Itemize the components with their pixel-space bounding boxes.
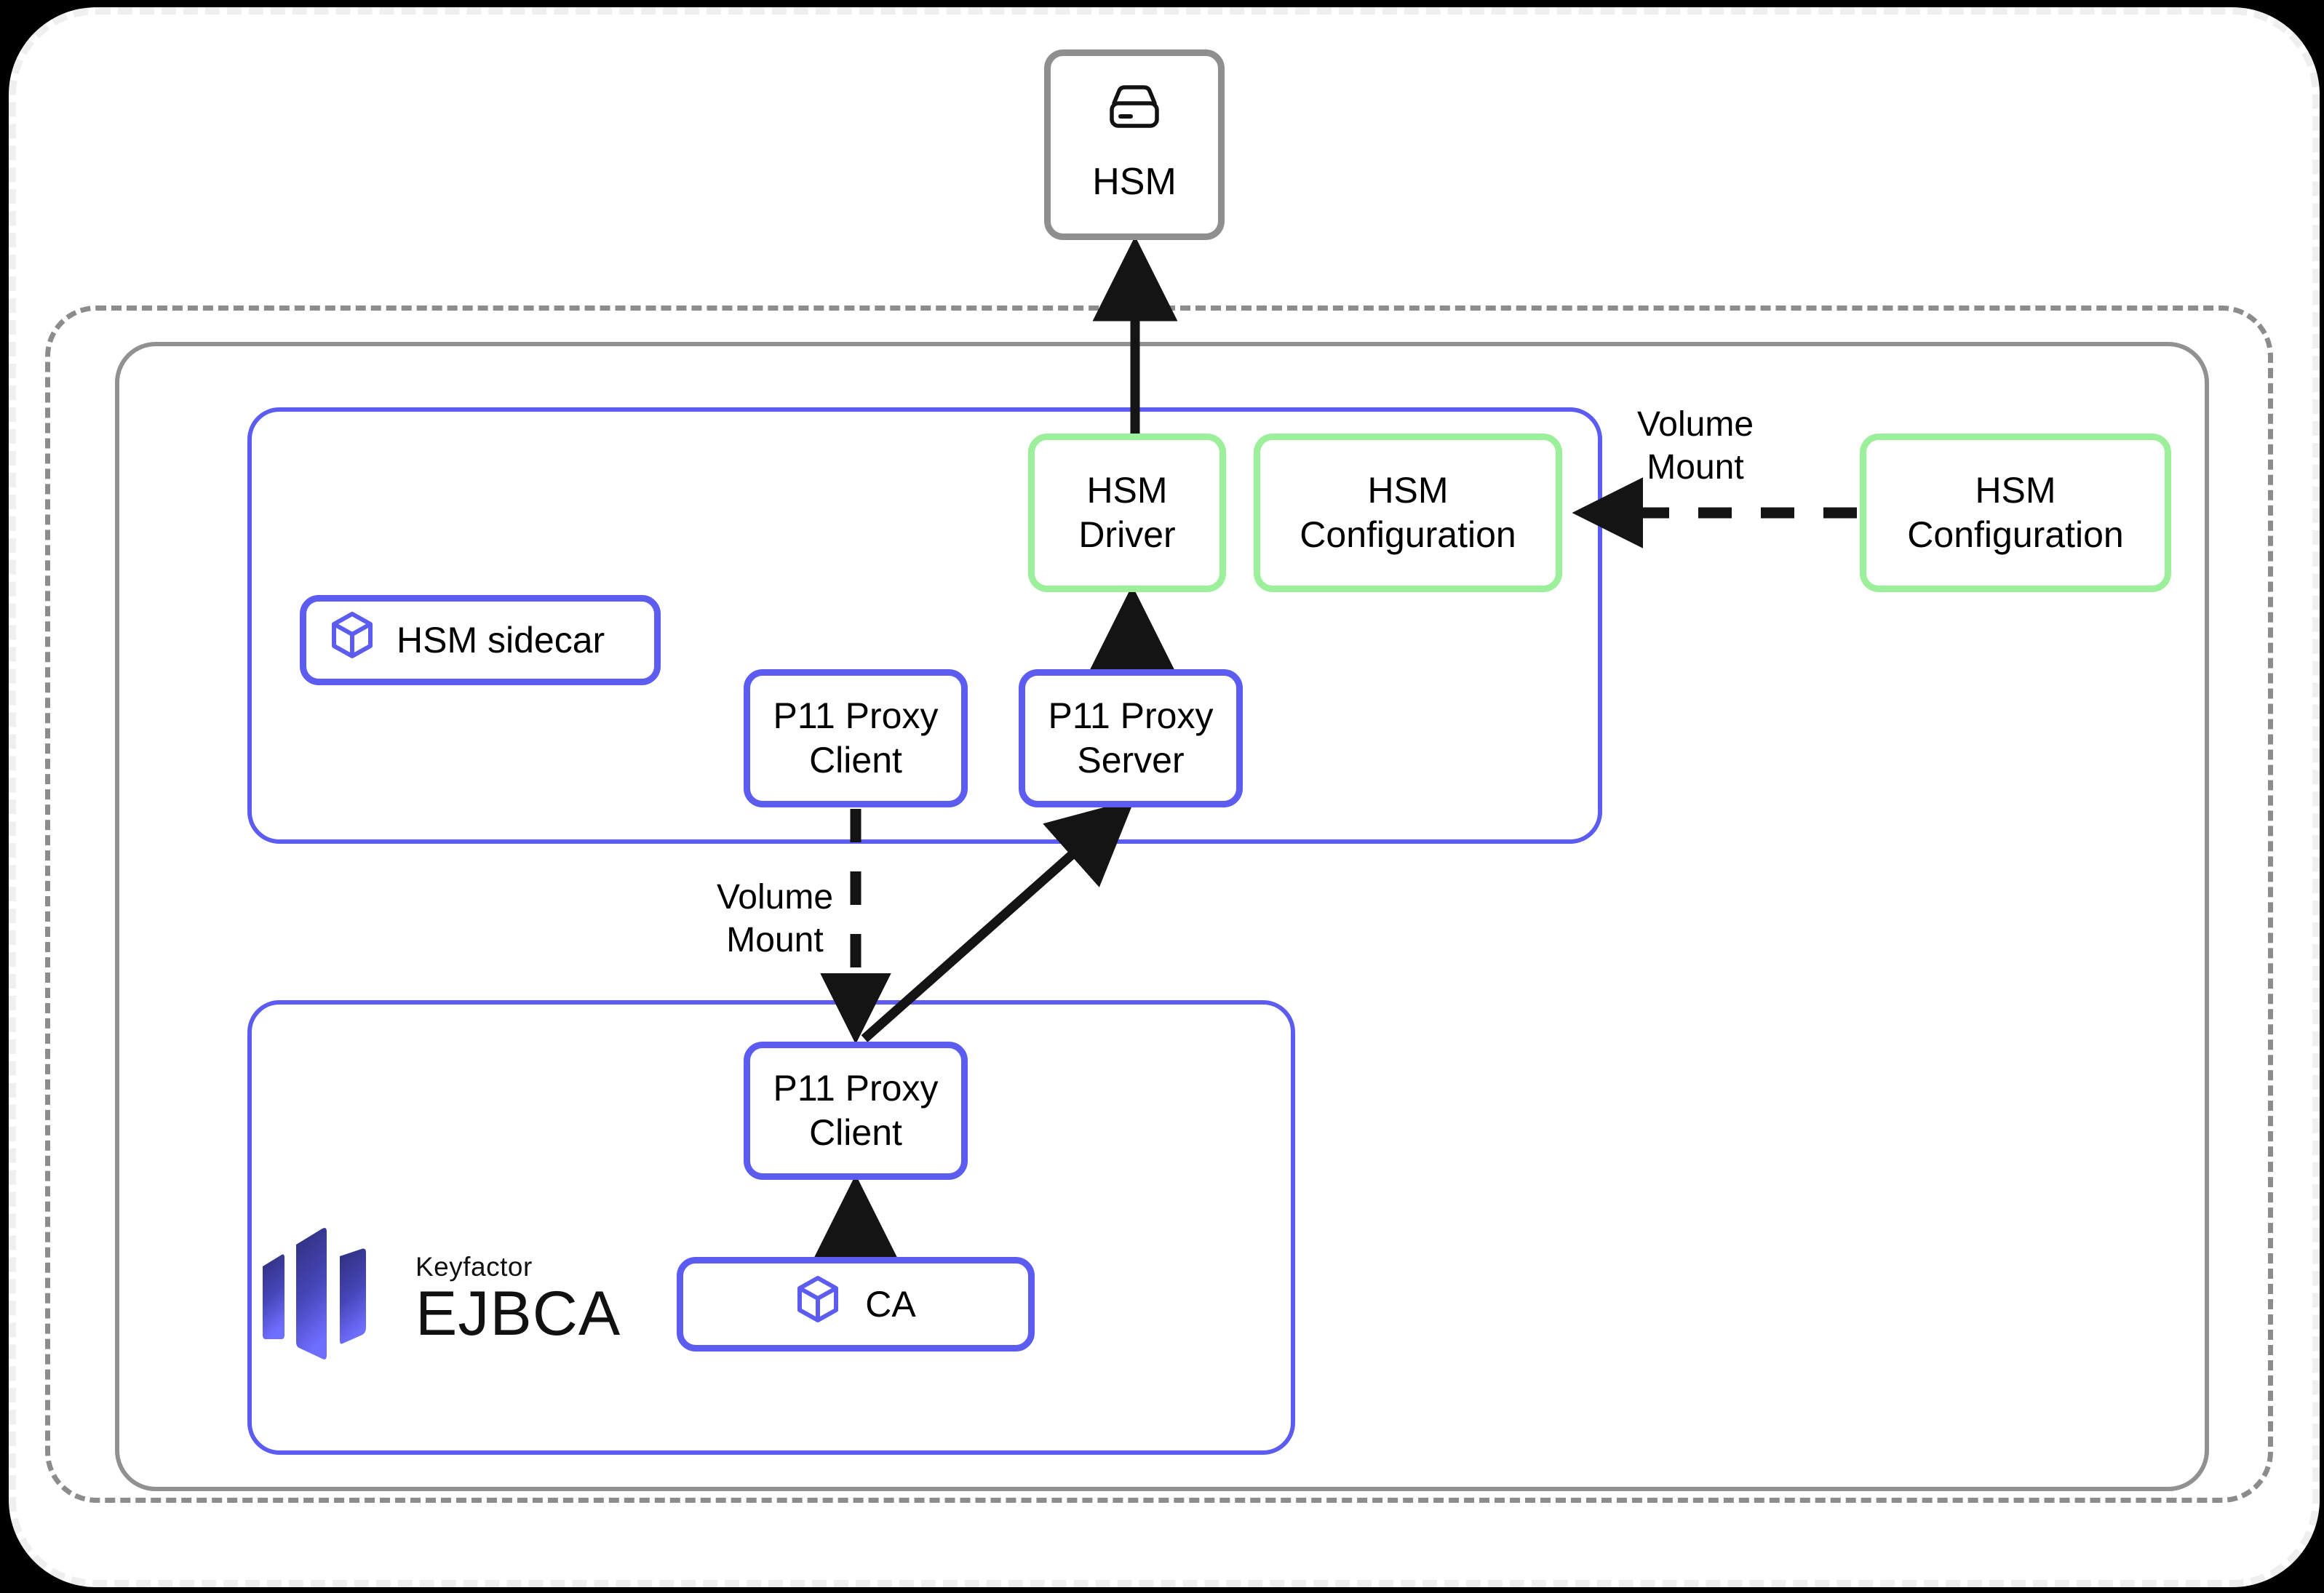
edge-label-volume-mount-left-line1: Volume (716, 878, 834, 917)
ejbca-product-text: EJBCA (415, 1279, 621, 1349)
node-p11-proxy-server-line1: P11 Proxy (1048, 695, 1214, 736)
node-hsm-sidecar[interactable]: HSM sidecar (300, 595, 661, 685)
node-hsm-label: HSM (1092, 161, 1177, 203)
node-hsm-configuration-outer[interactable]: HSM Configuration (1860, 434, 2171, 592)
node-p11-proxy-client-sidecar-line1: P11 Proxy (773, 695, 939, 736)
node-p11-proxy-server[interactable]: P11 Proxy Server (1019, 669, 1243, 807)
node-p11-proxy-client-ejbca-line1: P11 Proxy (773, 1068, 939, 1109)
node-ca-label: CA (865, 1283, 916, 1325)
node-p11-proxy-client-sidecar-line2: Client (809, 740, 902, 780)
edge-label-volume-mount-right-line1: Volume (1636, 405, 1754, 444)
ejbca-wordmark: Keyfactor EJBCA (415, 1252, 621, 1345)
ejbca-group-container (247, 1000, 1295, 1455)
edge-label-volume-mount-left: Volume Mount (691, 877, 859, 962)
node-p11-proxy-client-sidecar[interactable]: P11 Proxy Client (744, 669, 968, 807)
solid-boundary (115, 342, 2209, 1491)
node-hsm-configuration-outer-line1: HSM (1975, 470, 2056, 511)
node-hsm[interactable]: HSM (1044, 49, 1225, 240)
keyfactor-brand-text: Keyfactor (415, 1252, 533, 1282)
node-hsm-configuration-inner[interactable]: HSM Configuration (1254, 434, 1562, 592)
cube-icon (795, 1275, 840, 1333)
node-hsm-configuration-outer-line2: Configuration (1907, 514, 2124, 555)
node-p11-proxy-client-ejbca[interactable]: P11 Proxy Client (744, 1042, 968, 1180)
node-hsm-sidecar-label: HSM sidecar (397, 619, 605, 660)
node-p11-proxy-server-line2: Server (1077, 740, 1185, 780)
node-hsm-driver[interactable]: HSM Driver (1028, 434, 1226, 592)
edge-label-volume-mount-left-line2: Mount (726, 920, 824, 959)
node-p11-proxy-client-ejbca-line2: Client (809, 1112, 902, 1153)
node-hsm-configuration-inner-line1: HSM (1367, 470, 1449, 511)
node-hsm-configuration-inner-line2: Configuration (1300, 514, 1516, 555)
node-hsm-driver-line2: Driver (1078, 514, 1176, 555)
keyfactor-bars-icon (258, 1218, 397, 1378)
edge-label-volume-mount-right-line2: Mount (1647, 447, 1744, 487)
node-ca[interactable]: CA (677, 1257, 1035, 1352)
cube-icon (330, 611, 375, 669)
edge-label-volume-mount-right: Volume Mount (1612, 404, 1779, 489)
node-hsm-driver-line1: HSM (1086, 470, 1168, 511)
keyfactor-ejbca-logo: Keyfactor EJBCA (258, 1207, 637, 1389)
hsm-server-icon (1107, 84, 1162, 140)
